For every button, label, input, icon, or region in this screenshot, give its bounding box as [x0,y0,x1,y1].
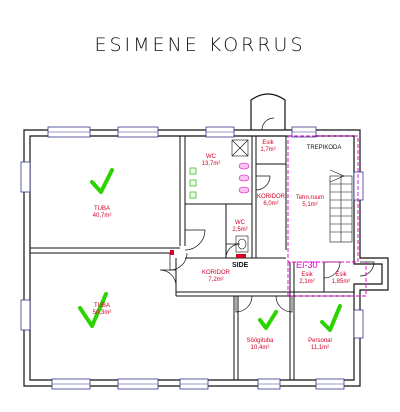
doors [159,117,375,313]
side-marker [236,254,246,258]
check-icon [78,292,108,328]
fire-zone [287,135,367,297]
door-marker [170,250,174,255]
stairs [329,169,353,243]
check-icon [90,168,114,194]
interior-walls [30,136,354,380]
wc-small-toilet [235,235,249,253]
check-marks [78,168,342,332]
check-icon [258,310,278,330]
page-title: ESIMENE KORRUS [94,34,306,56]
sanitary-fixtures [238,162,250,194]
side-label: SIDE [232,262,249,269]
check-icon [320,304,342,332]
urinals [189,167,197,199]
room-trepikoda: TREPIKODA [306,145,342,151]
fire-rating-label: EI-30 [296,260,318,270]
shower [231,139,249,157]
